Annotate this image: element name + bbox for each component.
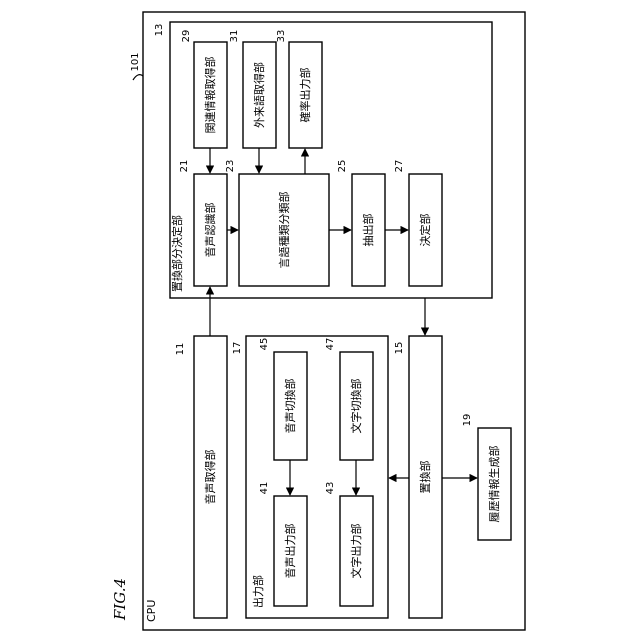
- history-label: 履歴情報生成部: [487, 446, 501, 523]
- related-info-label: 関連情報取得部: [203, 57, 217, 134]
- extraction-ref: 25: [337, 160, 348, 173]
- text-switch-ref: 47: [325, 338, 336, 351]
- speech-recognition-ref: 21: [179, 160, 190, 173]
- replacement-label: 置換部: [418, 461, 432, 494]
- voice-acquisition-label: 音声取得部: [203, 450, 217, 505]
- cpu-ref-leader: [133, 75, 143, 80]
- cpu-ref: 101: [130, 52, 141, 71]
- decider-ref: 13: [154, 24, 165, 37]
- determination-label: 決定部: [418, 214, 432, 247]
- related-info-ref: 29: [181, 30, 192, 43]
- text-output-label: 文字出力部: [349, 524, 363, 579]
- replacement-ref: 15: [394, 342, 405, 355]
- extraction-label: 抽出部: [361, 214, 375, 247]
- determination-ref: 27: [394, 160, 405, 173]
- voice-output-label: 音声出力部: [283, 524, 297, 579]
- foreign-word-label: 外来語取得部: [252, 62, 266, 128]
- probability-label: 確率出力部: [298, 68, 312, 123]
- word-classification-ref: 23: [225, 160, 236, 173]
- text-output-ref: 43: [325, 482, 336, 495]
- word-classification-label: 言語種類分類部: [277, 192, 291, 269]
- speech-recognition-label: 音声認識部: [203, 203, 217, 258]
- decider-label: 置換部分決定部: [170, 215, 184, 292]
- voice-switch-label: 音声切換部: [283, 379, 297, 434]
- foreign-word-ref: 31: [229, 30, 240, 43]
- voice-acquisition-ref: 11: [175, 343, 186, 356]
- cpu-box: [143, 12, 525, 630]
- text-switch-label: 文字切換部: [349, 379, 363, 434]
- decider-box: [170, 22, 492, 298]
- figure-label: FIG.4: [111, 578, 129, 621]
- output-label: 出力部: [251, 575, 265, 608]
- probability-ref: 33: [276, 30, 287, 43]
- voice-output-ref: 41: [259, 482, 270, 495]
- voice-switch-ref: 45: [259, 338, 270, 351]
- output-ref: 17: [232, 342, 243, 355]
- output-box: [246, 336, 388, 618]
- cpu-label: CPU: [145, 600, 158, 622]
- history-ref: 19: [462, 414, 473, 427]
